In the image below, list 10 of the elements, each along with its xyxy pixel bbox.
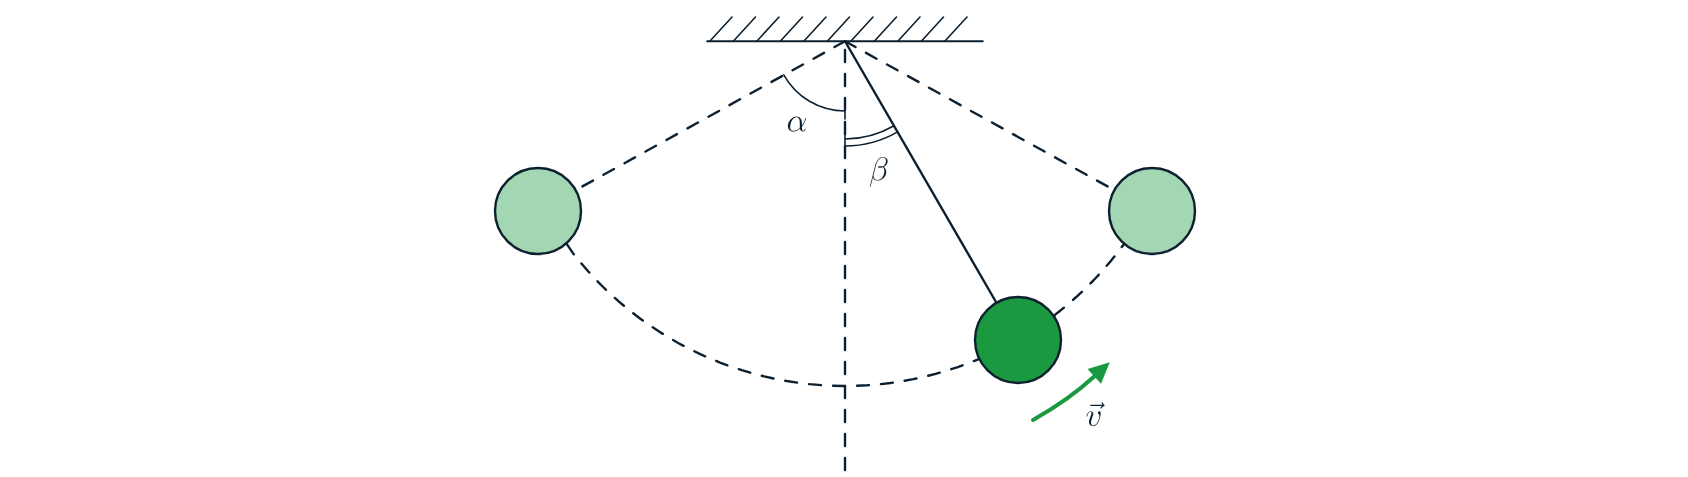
- swing-arc: [1053, 243, 1125, 317]
- ball-position: [1107, 166, 1197, 256]
- pendulum-bob: [973, 295, 1063, 385]
- velocity-label: $\vec{v}$: [1086, 402, 1105, 427]
- angle-label: $\beta$: [869, 156, 888, 187]
- swing-arc: [565, 243, 980, 388]
- string: [843, 40, 998, 303]
- ball-position: [493, 166, 583, 256]
- ceiling-support: [706, 16, 984, 43]
- angle-label: $\alpha$: [787, 116, 807, 132]
